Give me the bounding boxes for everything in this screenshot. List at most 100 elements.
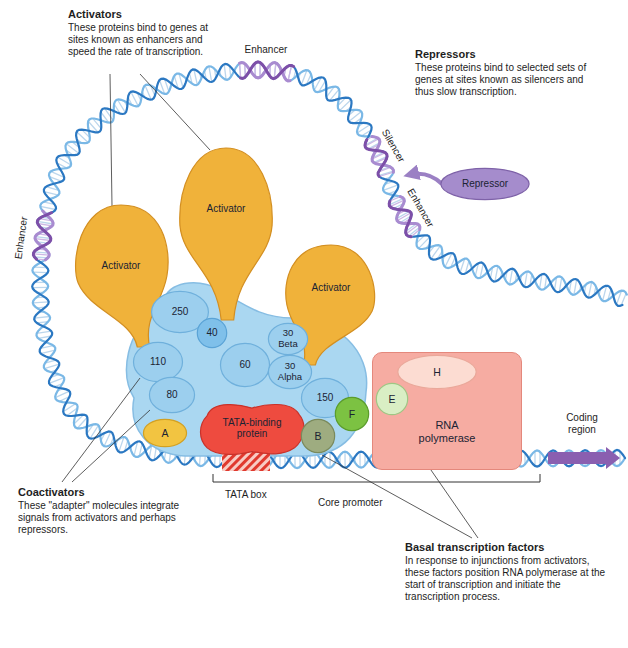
base-pair bbox=[49, 378, 64, 384]
base-pair bbox=[33, 254, 49, 255]
node-outline bbox=[200, 404, 303, 454]
dna-guide bbox=[40, 70, 625, 460]
base-pair bbox=[359, 452, 360, 468]
node-label: Activator bbox=[102, 260, 141, 272]
base-pair bbox=[34, 317, 50, 319]
node-label: Activator bbox=[207, 203, 246, 215]
region-label: Core promoter bbox=[318, 497, 382, 509]
node-label: RNA polymerase bbox=[412, 419, 482, 444]
node-outline bbox=[76, 205, 169, 347]
node-label: TATA-binding protein bbox=[212, 417, 292, 440]
callout-heading: Coactivators bbox=[18, 486, 85, 499]
node-shape bbox=[70, 205, 172, 347]
basal-factor: E bbox=[376, 383, 408, 415]
base-pair bbox=[240, 63, 241, 78]
base-pair bbox=[33, 272, 48, 274]
callout-text: These proteins bind to selected sets of … bbox=[415, 62, 595, 98]
dna-helix bbox=[32, 62, 627, 468]
leader-line bbox=[110, 74, 112, 206]
base-pair bbox=[288, 65, 292, 81]
callout-text: These proteins bind to genes at sites kn… bbox=[68, 22, 218, 58]
node-outline bbox=[149, 377, 194, 412]
base-pair bbox=[33, 302, 49, 303]
node-outline bbox=[143, 419, 186, 446]
coactivator-subunit: 110 bbox=[133, 342, 183, 382]
node-outline bbox=[268, 323, 307, 354]
coding-region-arrow bbox=[548, 447, 620, 469]
base-pair bbox=[344, 452, 345, 468]
node-label: A bbox=[161, 427, 168, 439]
base-pair bbox=[379, 172, 393, 176]
basal-factor: F bbox=[335, 397, 369, 431]
callout-text: In response to injunctions from activato… bbox=[405, 555, 615, 603]
node-label: 40 bbox=[206, 327, 217, 339]
node-label: E bbox=[388, 393, 395, 405]
base-pair bbox=[209, 66, 212, 82]
region-label: Coding region bbox=[556, 412, 608, 436]
repressor-arrow bbox=[408, 174, 442, 184]
coactivator-subunit: 80 bbox=[149, 377, 195, 413]
callout-text: These "adapter" molecules integrate sign… bbox=[18, 500, 193, 536]
base-pair bbox=[32, 287, 48, 289]
node-label: 110 bbox=[150, 356, 166, 368]
basal-factor: A bbox=[143, 419, 187, 447]
node-outline bbox=[398, 355, 476, 388]
callout-heading: Activators bbox=[68, 8, 122, 21]
dna-strand bbox=[32, 63, 626, 469]
node-outline bbox=[221, 343, 270, 386]
base-pair bbox=[240, 63, 241, 78]
base-pair bbox=[383, 185, 398, 191]
site-label: Enhancer bbox=[404, 186, 436, 229]
tata-binding-protein: TATA-binding protein bbox=[196, 397, 308, 459]
base-pair bbox=[411, 230, 420, 237]
site-label: Silencer bbox=[379, 127, 407, 164]
node-outline bbox=[335, 397, 368, 430]
regulatory-site bbox=[33, 213, 51, 260]
node-label: 250 bbox=[172, 306, 189, 318]
regulatory-site bbox=[365, 140, 387, 177]
base-pair bbox=[224, 64, 226, 80]
region-label: TATA box bbox=[225, 489, 267, 501]
regulatory-site bbox=[389, 201, 411, 237]
repressor-protein: Repressor bbox=[440, 168, 530, 200]
dna-strand bbox=[32, 62, 625, 468]
callout-heading: Repressors bbox=[415, 48, 476, 61]
node-label: 150 bbox=[317, 392, 334, 404]
leader-line bbox=[72, 410, 150, 482]
base-pair bbox=[510, 269, 513, 285]
callout-heading: Basal transcription factors bbox=[405, 541, 544, 554]
site-label: Enhancer bbox=[245, 44, 288, 56]
node-label: 60 bbox=[239, 359, 250, 371]
node-label: 30 Alpha bbox=[275, 361, 305, 383]
leader-line bbox=[140, 74, 210, 150]
node-label: B bbox=[314, 430, 321, 442]
node-label: 30 Beta bbox=[274, 328, 302, 350]
node-label: F bbox=[349, 408, 355, 420]
basal-factor: B bbox=[301, 419, 335, 453]
coactivator-subunit: 30 Alpha bbox=[268, 355, 312, 389]
node-outline bbox=[134, 342, 183, 381]
base-pair bbox=[525, 271, 528, 287]
activator-protein: Activator bbox=[70, 205, 172, 347]
node-outline bbox=[376, 383, 407, 414]
node-label: H bbox=[433, 366, 441, 378]
coactivator-subunit: 30 Beta bbox=[268, 323, 308, 355]
node-outline bbox=[268, 355, 311, 388]
base-pair bbox=[534, 451, 535, 466]
base-pair bbox=[588, 282, 591, 298]
regulatory-site bbox=[241, 62, 294, 79]
node-outline bbox=[441, 168, 529, 199]
core-promoter-bracket bbox=[213, 474, 540, 482]
base-pair bbox=[288, 65, 292, 81]
node-outline bbox=[301, 419, 334, 452]
node-outline bbox=[197, 318, 226, 347]
site-label: Enhancer bbox=[12, 216, 30, 260]
illustration-overlay bbox=[62, 74, 620, 538]
base-pair bbox=[390, 197, 400, 201]
node-label: Repressor bbox=[462, 178, 508, 190]
node-label: Activator bbox=[312, 282, 351, 294]
base-pair bbox=[621, 293, 626, 305]
coactivator-subunit: 60 bbox=[220, 343, 270, 387]
